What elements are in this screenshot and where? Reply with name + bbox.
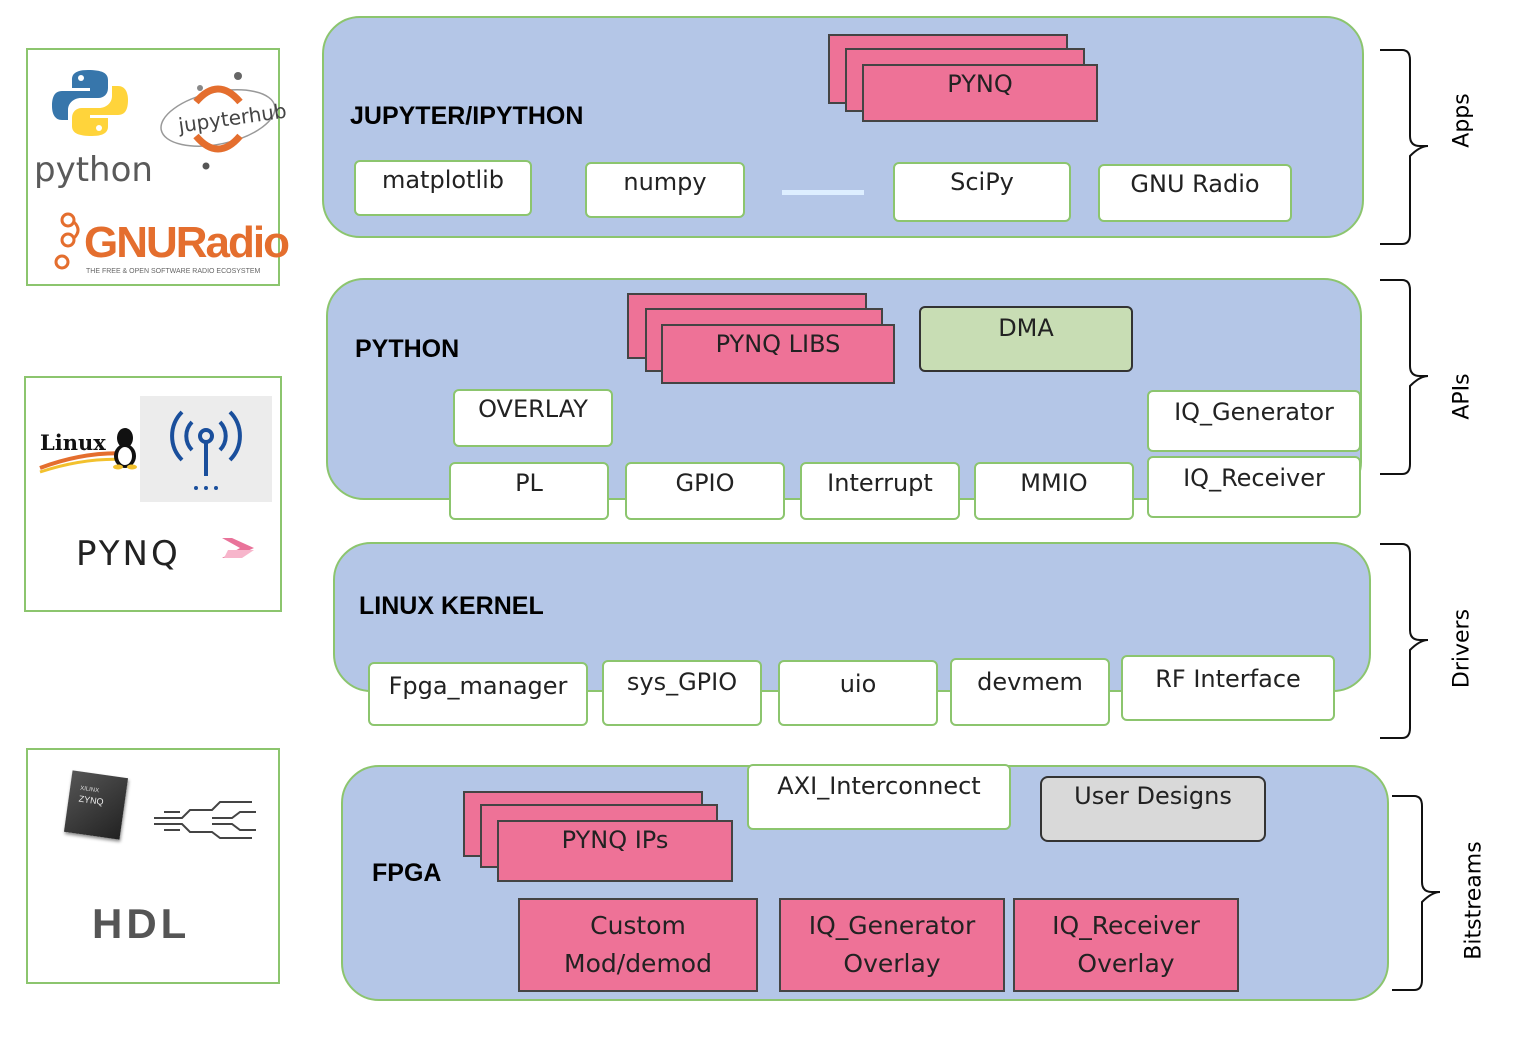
overlay-line2: Mod/demod: [564, 949, 712, 978]
gpio-box: GPIO: [625, 462, 785, 520]
iq-receiver-box: IQ_Receiver: [1147, 456, 1361, 518]
numpy-box: numpy: [585, 162, 745, 218]
ellipsis-dash: [782, 190, 864, 195]
brace-label-bitstreams: Bitstreams: [1461, 841, 1487, 960]
pynq-libs-stack: PYNQ LIBS: [661, 324, 895, 384]
overlay-line2: Overlay: [1077, 949, 1175, 978]
apis-logo-panel: Linux PYNQ: [24, 376, 282, 612]
mmio-box: MMIO: [974, 462, 1134, 520]
fpga-logo-panel: XILINX ZYNQ HDL: [26, 748, 280, 984]
pynq-stack: PYNQ: [862, 64, 1098, 122]
dma-box: DMA: [919, 306, 1133, 372]
iq-generator-box: IQ_Generator: [1147, 390, 1361, 452]
brace-label-drivers: Drivers: [1449, 608, 1475, 689]
sys-gpio-box: sys_GPIO: [602, 660, 762, 726]
pynq-wordmark: PYNQ: [76, 534, 181, 574]
scipy-box: SciPy: [893, 162, 1071, 222]
circuit-trace-icon: [154, 801, 256, 839]
gnu-radio-box: GNU Radio: [1098, 164, 1292, 222]
apis-brace-icon: [1380, 279, 1429, 475]
drivers-brace-icon: [1380, 543, 1429, 739]
zynq-chip-icon: XILINX ZYNQ: [63, 770, 129, 840]
bitstreams-brace-icon: [1392, 795, 1441, 991]
rf-interface-box: RF Interface: [1121, 655, 1335, 721]
interrupt-box: Interrupt: [800, 462, 960, 520]
drivers-layer-title: LINUX KERNEL: [359, 592, 544, 620]
linux-wordmark: Linux: [40, 430, 106, 455]
fpga-manager-box: Fpga_manager: [368, 662, 588, 726]
pynq-chevron-icon: [202, 538, 254, 558]
gnuradio-tagline: THE FREE & OPEN SOFTWARE RADIO ECOSYSTEM: [86, 268, 261, 275]
brace-label-apis: APIs: [1449, 373, 1475, 420]
fpga-layer-title: FPGA: [372, 859, 442, 887]
brace-label-apps: Apps: [1449, 93, 1475, 148]
devmem-box: devmem: [950, 658, 1110, 726]
matplotlib-box: matplotlib: [354, 160, 532, 216]
pl-box: PL: [449, 462, 609, 520]
overlay-line1: IQ_Receiver: [1052, 911, 1200, 940]
gnuradio-wordmark: GNURadio: [84, 218, 290, 267]
jupyterhub-logo-icon: [160, 72, 276, 170]
overlay-box: OVERLAY: [453, 389, 613, 447]
overlay-line1: Custom: [590, 911, 686, 940]
python-wordmark: python: [34, 150, 153, 190]
uio-box: uio: [778, 660, 938, 726]
antenna-icon-bg: [140, 396, 272, 502]
apis-layer-title: PYTHON: [355, 335, 460, 363]
apps-layer-title: JUPYTER/IPYTHON: [350, 102, 584, 130]
hdl-wordmark: HDL: [92, 900, 191, 947]
overlay-line2: Overlay: [843, 949, 941, 978]
tux-penguin-icon: [113, 428, 137, 470]
overlay-line1: IQ_Generator: [808, 911, 976, 940]
python-logo-icon: [52, 70, 128, 136]
radio-antenna-icon: [170, 410, 242, 490]
apps-brace-icon: [1380, 49, 1429, 245]
apps-logo-panel: python jupyterhub GNURadio THE FREE & OP…: [26, 48, 290, 286]
axi-interconnect-box: AXI_Interconnect: [747, 764, 1011, 830]
user-designs-box: User Designs: [1040, 776, 1266, 842]
gnuradio-logo-icon: [54, 212, 80, 270]
pynq-ips-stack: PYNQ IPs: [497, 820, 733, 882]
